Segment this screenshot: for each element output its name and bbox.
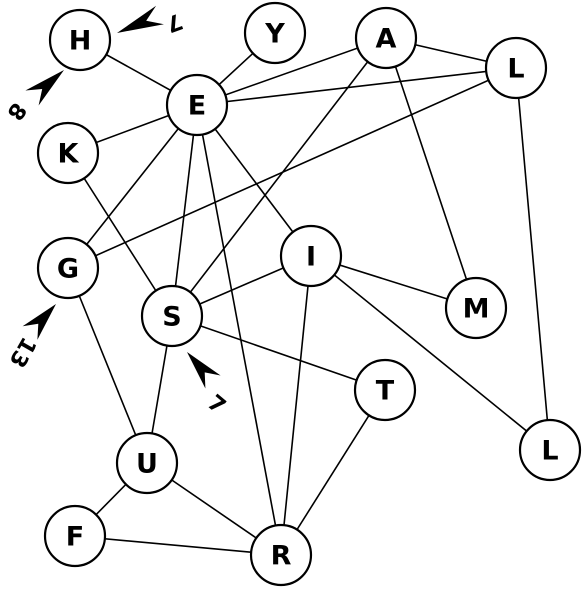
node-circle xyxy=(518,418,582,482)
pointer-label: 7 xyxy=(163,8,186,37)
edge-L1-L2 xyxy=(515,67,551,451)
node-K: K xyxy=(36,121,100,185)
node-label: E xyxy=(188,91,206,122)
edge-K-S xyxy=(67,152,173,317)
node-label: M xyxy=(463,294,490,325)
edge-F-R xyxy=(74,535,282,556)
node-circle xyxy=(243,1,307,65)
node-circle xyxy=(43,504,107,568)
edge-I-R xyxy=(280,255,312,556)
node-Y: Y xyxy=(243,1,307,65)
edge-E-G xyxy=(67,104,198,269)
node-S: S xyxy=(140,284,204,348)
edge-T-R xyxy=(280,389,386,556)
node-label: H xyxy=(69,26,92,57)
pointers: 7 8 13 7 xyxy=(1,5,230,419)
edge-E-L1 xyxy=(196,67,517,106)
node-U: U xyxy=(115,431,179,495)
edge-I-L2 xyxy=(310,255,551,451)
pointer-H-0: 7 xyxy=(117,5,186,37)
node-I: I xyxy=(279,224,343,288)
node-circle xyxy=(48,8,112,72)
pointer-H-1: 8 xyxy=(1,70,64,124)
nodes: H Y A L E K G I S M T L U F R xyxy=(36,1,582,587)
node-F: F xyxy=(43,504,107,568)
node-circle xyxy=(165,73,229,137)
node-label: G xyxy=(57,254,79,285)
node-circle xyxy=(484,36,548,100)
pointer-label: 8 xyxy=(1,98,30,125)
pointer-arrow-icon xyxy=(187,352,221,389)
node-label: I xyxy=(306,242,316,273)
node-label: T xyxy=(376,376,395,407)
node-M: M xyxy=(444,276,508,340)
node-circle xyxy=(140,284,204,348)
node-label: F xyxy=(66,522,84,553)
pointer-arrow-icon xyxy=(117,5,164,34)
edge-G-U xyxy=(67,267,148,464)
edge-A-S xyxy=(171,37,387,317)
node-label: S xyxy=(162,302,181,333)
node-circle xyxy=(249,523,313,587)
pointer-arrow-icon xyxy=(22,304,57,340)
edge-L1-G xyxy=(67,67,517,269)
node-circle xyxy=(444,276,508,340)
pointer-label: 13 xyxy=(4,332,41,371)
node-G: G xyxy=(36,236,100,300)
edge-E-R xyxy=(196,104,282,556)
node-A: A xyxy=(354,6,418,70)
node-T: T xyxy=(353,358,417,422)
pointer-label: 7 xyxy=(202,391,230,420)
node-circle xyxy=(36,236,100,300)
node-label: K xyxy=(58,139,80,170)
node-R: R xyxy=(249,523,313,587)
edge-A-M xyxy=(385,37,477,309)
node-E: E xyxy=(165,73,229,137)
node-label: L xyxy=(541,436,558,467)
node-L2: L xyxy=(518,418,582,482)
pointer-G-2: 13 xyxy=(4,304,57,372)
pointer-arrow-icon xyxy=(25,70,64,106)
node-circle xyxy=(115,431,179,495)
node-label: L xyxy=(507,54,524,85)
node-circle xyxy=(279,224,343,288)
edge-E-I xyxy=(196,104,312,257)
node-L1: L xyxy=(484,36,548,100)
edge-S-T xyxy=(171,315,386,391)
node-label: A xyxy=(376,24,397,55)
node-circle xyxy=(354,6,418,70)
node-label: R xyxy=(271,541,292,572)
node-circle xyxy=(36,121,100,185)
node-label: U xyxy=(136,449,158,480)
node-label: Y xyxy=(264,19,285,50)
edge-E-S xyxy=(171,104,198,317)
edge-A-E xyxy=(196,37,387,106)
node-circle xyxy=(353,358,417,422)
pointer-S-3: 7 xyxy=(187,352,230,419)
node-H: H xyxy=(48,8,112,72)
